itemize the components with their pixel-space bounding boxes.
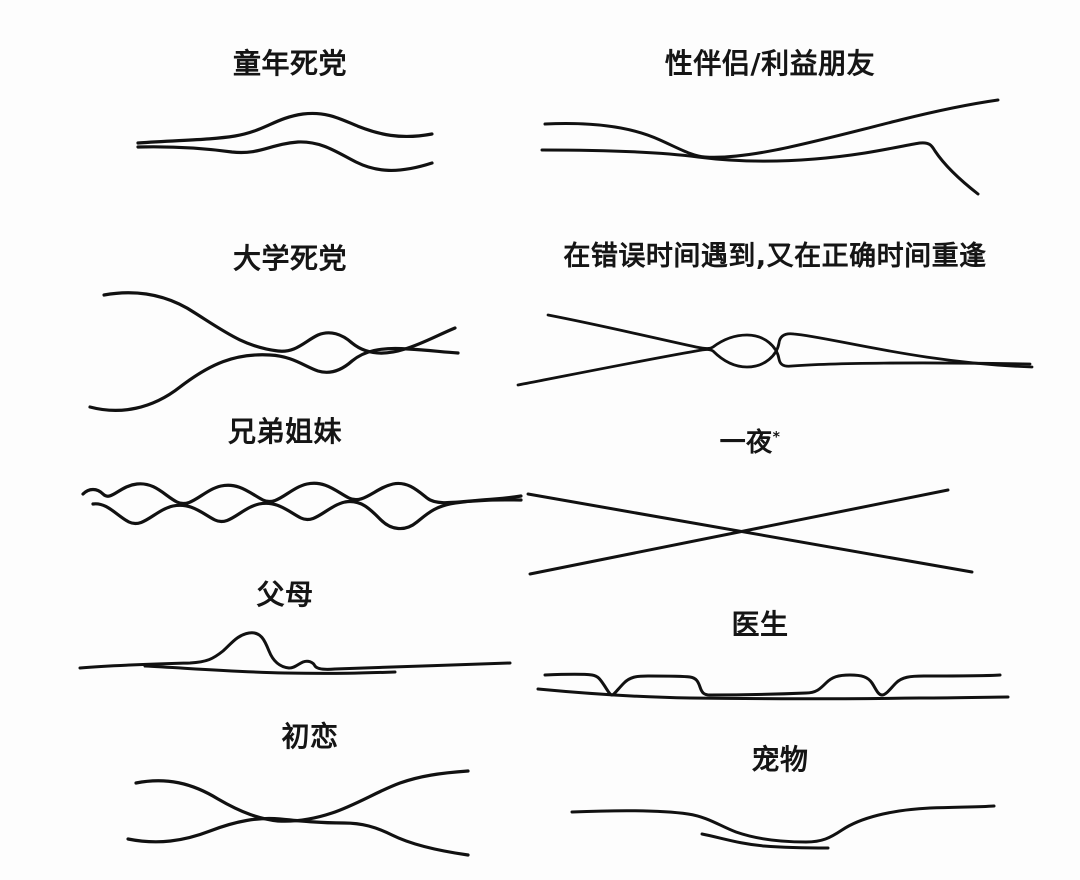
panel-label-one-night-asterisk: * (772, 429, 781, 446)
figure-college-best-friends (88, 291, 460, 412)
panel-doctor: 医生 (520, 605, 1020, 735)
panel-label-siblings: 兄弟姐妹 (227, 415, 342, 448)
figure-first-love (126, 769, 470, 857)
panel-label-right-person-wrong-time: 在错误时间遇到,又在正确时间重逢 (563, 241, 987, 272)
panel-one-night: 一夜* (520, 420, 990, 590)
figure-parents (78, 631, 512, 675)
panel-siblings: 兄弟姐妹 (55, 410, 525, 570)
panel-right-person-wrong-time: 在错误时间遇到,又在正确时间重逢 (500, 225, 1060, 405)
panel-label-one-night-text: 一夜 (719, 428, 773, 458)
panel-college-best-friends: 大学死党 (60, 225, 530, 412)
panel-label-pet: 宠物 (751, 743, 809, 776)
figure-childhood-best-friends (136, 111, 434, 173)
figure-siblings (81, 481, 523, 531)
panel-parents: 父母 (55, 575, 525, 705)
panel-label-parents: 父母 (256, 578, 314, 611)
panel-friends-with-benefits: 性伴侣/利益朋友 (520, 20, 1040, 210)
figure-pet (570, 804, 996, 850)
figure-right-person-wrong-time (516, 313, 1034, 387)
panel-label-college-best-friends: 大学死党 (232, 242, 347, 275)
panel-childhood-best-friends: 童年死党 (60, 20, 520, 200)
panel-first-love: 初恋 (100, 715, 540, 875)
panel-label-doctor: 医生 (731, 608, 789, 641)
panel-pet: 宠物 (550, 740, 1020, 880)
panel-label-childhood-best-friends: 童年死党 (232, 47, 347, 80)
panel-label-first-love: 初恋 (281, 720, 339, 753)
panel-label-friends-with-benefits: 性伴侣/利益朋友 (664, 47, 876, 80)
figure-one-night (526, 488, 974, 576)
panel-label-one-night: 一夜* (610, 430, 890, 456)
figure-friends-with-benefits (540, 98, 1000, 196)
figure-doctor (536, 672, 1010, 701)
